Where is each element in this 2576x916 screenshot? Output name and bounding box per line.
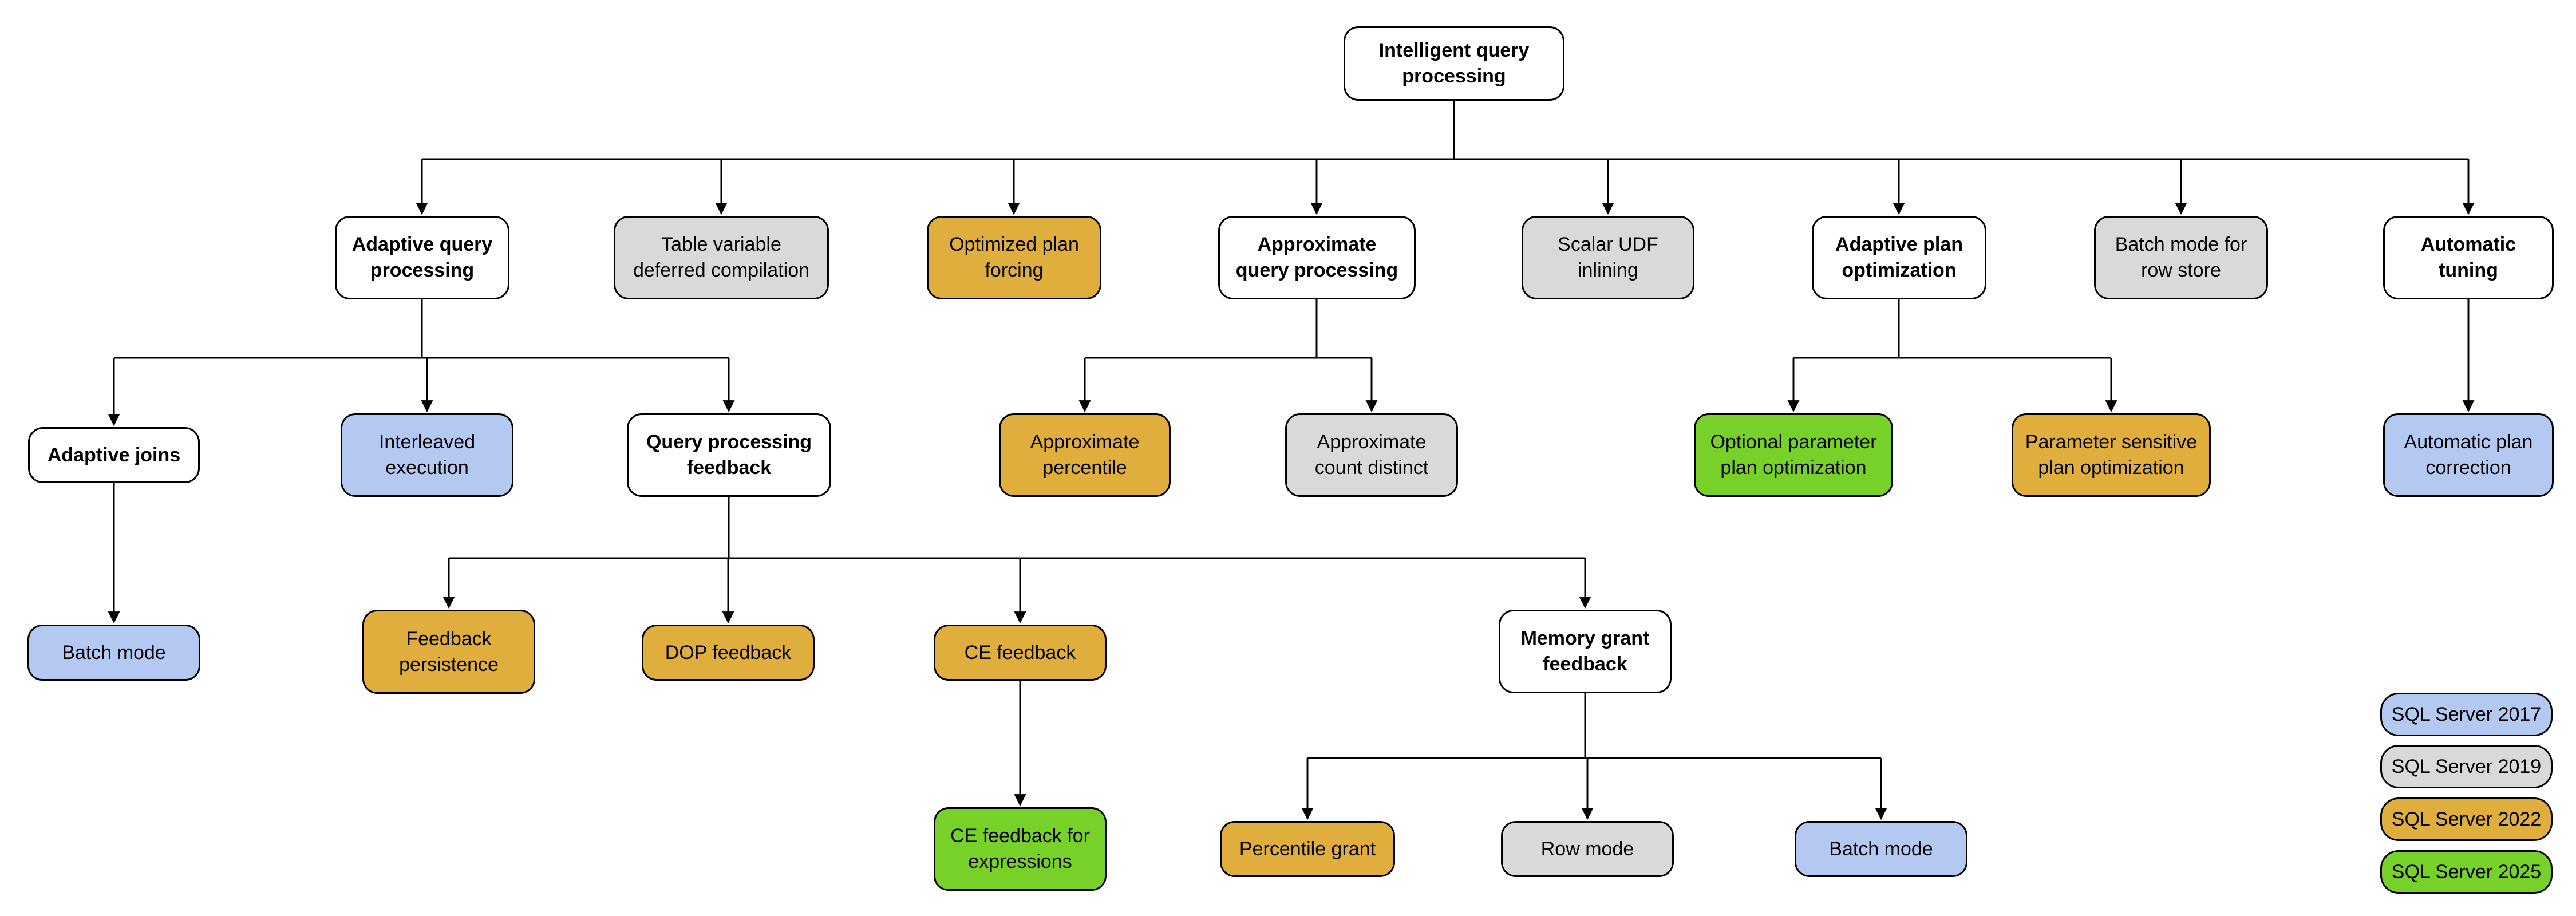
node-parameter-sensitive-plan-optimization: Parameter sensitive plan optimization bbox=[2012, 413, 2211, 497]
node-approximate-percentile: Approximate percentile bbox=[999, 413, 1171, 497]
node-approximate-query-processing: Approximate query processing bbox=[1218, 216, 1416, 299]
node-ce-feedback: CE feedback bbox=[934, 625, 1107, 681]
node-optional-parameter-plan-optimization: Optional parameter plan optimization bbox=[1694, 413, 1893, 497]
node-table-variable-deferred-compilation: Table variable deferred compilation bbox=[614, 216, 829, 299]
legend-sql-server-2025: SQL Server 2025 bbox=[2380, 850, 2553, 894]
node-dop-feedback: DOP feedback bbox=[642, 625, 815, 681]
node-intelligent-query-processing: Intelligent query processing bbox=[1344, 26, 1564, 101]
node-ce-feedback-for-expressions: CE feedback for expressions bbox=[934, 807, 1107, 891]
node-query-processing-feedback: Query processing feedback bbox=[627, 413, 831, 497]
legend-sql-server-2017: SQL Server 2017 bbox=[2380, 693, 2553, 736]
node-automatic-tuning: Automatic tuning bbox=[2383, 216, 2554, 299]
node-adaptive-query-processing: Adaptive query processing bbox=[335, 216, 509, 299]
node-interleaved-execution: Interleaved execution bbox=[341, 413, 513, 497]
node-batch-mode-under-adaptive-joins: Batch mode bbox=[27, 625, 200, 681]
node-optimized-plan-forcing: Optimized plan forcing bbox=[927, 216, 1101, 299]
node-approximate-count-distinct: Approximate count distinct bbox=[1285, 413, 1458, 497]
node-batch-mode-under-memory-grant: Batch mode bbox=[1795, 821, 1967, 877]
legend-sql-server-2022: SQL Server 2022 bbox=[2380, 797, 2553, 841]
node-batch-mode-for-row-store: Batch mode for row store bbox=[2094, 216, 2268, 299]
node-row-mode: Row mode bbox=[1501, 821, 1674, 877]
node-automatic-plan-correction: Automatic plan correction bbox=[2383, 413, 2554, 497]
node-memory-grant-feedback: Memory grant feedback bbox=[1499, 610, 1672, 693]
node-feedback-persistence: Feedback persistence bbox=[362, 610, 535, 694]
node-adaptive-plan-optimization: Adaptive plan optimization bbox=[1812, 216, 1986, 299]
node-adaptive-joins: Adaptive joins bbox=[28, 427, 200, 483]
node-scalar-udf-inlining: Scalar UDF inlining bbox=[1522, 216, 1694, 299]
legend-sql-server-2019: SQL Server 2019 bbox=[2380, 745, 2553, 788]
node-percentile-grant: Percentile grant bbox=[1220, 821, 1395, 877]
